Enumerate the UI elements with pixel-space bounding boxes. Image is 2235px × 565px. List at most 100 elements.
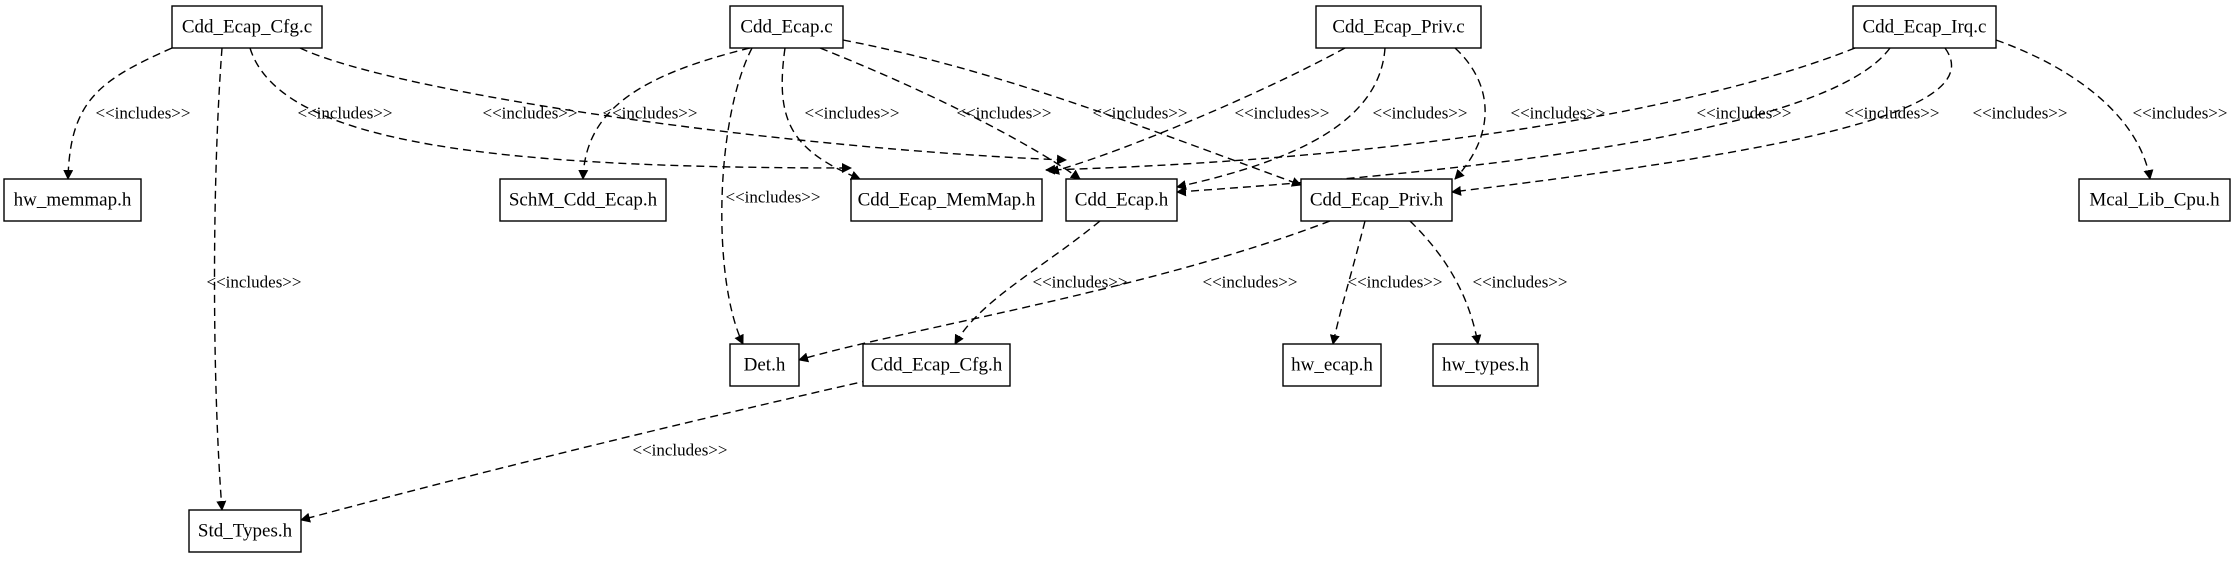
edge-priv_h-to-det: <<includes>> <box>798 220 1331 363</box>
edge-label: <<includes>> <box>1234 104 1329 123</box>
edge-ecap_h-to-cfg_h: <<includes>> <box>954 220 1128 345</box>
file-node-label: hw_memmap.h <box>14 190 132 211</box>
edge-label: <<includes>> <box>2132 104 2227 123</box>
edge-ecap_c-to-ecap_h: <<includes>> <box>819 47 1081 180</box>
file-node-box <box>499 178 667 222</box>
dependency-arrow <box>1329 220 1366 345</box>
dependency-arrow <box>249 47 852 173</box>
dependency-arrow <box>819 47 1081 180</box>
file-node-box <box>2078 178 2231 222</box>
dependency-arrow <box>1049 47 1346 175</box>
edge-label: <<includes>> <box>1347 273 1442 292</box>
file-node-label: hw_ecap.h <box>1291 355 1373 376</box>
file-node-box <box>1315 5 1482 49</box>
file-node-label: Cdd_Ecap_MemMap.h <box>858 190 1036 211</box>
edge-cfg_c-to-std: <<includes>> <box>206 47 302 511</box>
dependency-arrow <box>1451 47 1953 196</box>
dependency-arrow <box>213 47 227 511</box>
file-node-memmap: Cdd_Ecap_MemMap.h <box>850 178 1043 222</box>
edge-label: <<includes>> <box>206 273 301 292</box>
edge-label: <<includes>> <box>1844 104 1939 123</box>
edges-layer: <<includes>> <<includes>> <<includes>> <<in… <box>63 39 2228 523</box>
edge-label: <<includes>> <box>1510 104 1605 123</box>
edge-cfg_c-to-ecap_h: <<includes>> <box>299 47 1067 165</box>
file-node-det: Det.h <box>729 343 800 387</box>
dependency-arrow <box>300 379 871 523</box>
edge-ecap_c-to-det: <<includes>> <box>721 47 821 345</box>
file-node-irq-c: Cdd_Ecap_Irq.c <box>1852 5 1997 49</box>
file-node-label: Det.h <box>744 355 786 376</box>
edge-label: <<includes>> <box>1092 104 1187 123</box>
file-node-label: Cdd_Ecap_Priv.h <box>1310 190 1444 211</box>
file-node-schm: SchM_Cdd_Ecap.h <box>499 178 667 222</box>
edge-ecap_c-to-schm: <<includes>> <box>578 47 751 180</box>
dependency-arrow <box>954 220 1101 345</box>
dependency-arrow <box>1409 220 1482 345</box>
file-node-box <box>1300 178 1453 222</box>
edge-label: <<includes>> <box>602 104 697 123</box>
edge-label: <<includes>> <box>1372 104 1467 123</box>
file-node-box <box>1432 343 1539 387</box>
edge-priv_c-to-memmap: <<includes>> <box>1049 47 1346 175</box>
edge-cfg_c-to-memmap: <<includes>> <box>249 47 852 173</box>
edge-label: <<includes>> <box>297 104 392 123</box>
file-node-box <box>729 5 844 49</box>
file-node-box <box>729 343 800 387</box>
edge-irq_c-to-memmap: <<includes>> <box>1045 47 1856 175</box>
edge-priv_c-to-priv_h: <<includes>> <box>1454 47 1606 180</box>
edge-irq_c-to-mcal: <<includes>> <box>1995 39 2228 180</box>
file-node-label: Cdd_Ecap_Priv.c <box>1332 17 1464 38</box>
edge-priv_h-to-hw_types: <<includes>> <box>1409 220 1568 345</box>
file-node-priv-h: Cdd_Ecap_Priv.h <box>1300 178 1453 222</box>
dependency-arrow <box>1176 47 1386 190</box>
file-node-box <box>3 178 142 222</box>
dependency-arrow <box>63 47 173 180</box>
file-node-label: Std_Types.h <box>198 521 293 542</box>
dependency-arrow <box>1995 39 2154 180</box>
edge-label: <<includes>> <box>725 188 820 207</box>
file-node-box <box>1065 178 1178 222</box>
edge-label: <<includes>> <box>1696 104 1791 123</box>
edge-label: <<includes>> <box>1472 273 1567 292</box>
dependency-arrow <box>1045 47 1856 175</box>
file-node-hw-ecap: hw_ecap.h <box>1282 343 1382 387</box>
dependency-arrow <box>299 47 1067 165</box>
file-node-mcal: Mcal_Lib_Cpu.h <box>2078 178 2231 222</box>
file-node-label: Cdd_Ecap_Cfg.c <box>182 17 312 38</box>
file-node-box <box>850 178 1043 222</box>
file-node-box <box>1852 5 1997 49</box>
edge-label: <<includes>> <box>1972 104 2067 123</box>
edge-label: <<includes>> <box>804 104 899 123</box>
edge-ecap_c-to-priv_h: <<includes>> <box>842 39 1302 187</box>
file-node-label: SchM_Cdd_Ecap.h <box>509 190 658 211</box>
file-node-label: Cdd_Ecap_Irq.c <box>1863 17 1987 38</box>
dependency-arrow <box>1454 47 1486 180</box>
edge-cfg_c-to-memmap_hw: <<includes>> <box>63 47 191 180</box>
file-node-label: Cdd_Ecap.h <box>1075 190 1169 211</box>
file-node-cfg-c: Cdd_Ecap_Cfg.c <box>171 5 323 49</box>
file-node-ecap-h: Cdd_Ecap.h <box>1065 178 1178 222</box>
edge-ecap_c-to-memmap: <<includes>> <box>781 47 900 181</box>
edge-label: <<includes>> <box>95 104 190 123</box>
dependency-arrow <box>798 220 1331 363</box>
file-node-label: Cdd_Ecap_Cfg.h <box>871 355 1003 376</box>
dependency-arrow <box>578 47 751 180</box>
edge-label: <<includes>> <box>956 104 1051 123</box>
edge-irq_c-to-priv_h: <<includes>> <box>1451 47 2068 196</box>
file-node-label: hw_types.h <box>1442 355 1530 376</box>
edge-cfg_h-to-std: <<includes>> <box>300 379 871 523</box>
file-node-box <box>862 343 1011 387</box>
file-node-hw-types: hw_types.h <box>1432 343 1539 387</box>
edge-priv_h-to-hw_ecap: <<includes>> <box>1329 220 1443 345</box>
edge-label: <<includes>> <box>632 441 727 460</box>
file-node-memmap-hw: hw_memmap.h <box>3 178 142 222</box>
dependency-arrow <box>781 47 861 181</box>
file-node-priv-c: Cdd_Ecap_Priv.c <box>1315 5 1482 49</box>
edge-label: <<includes>> <box>482 104 577 123</box>
file-node-label: Mcal_Lib_Cpu.h <box>2089 190 2220 211</box>
edge-priv_c-to-ecap_h: <<includes>> <box>1176 47 1468 190</box>
file-node-box <box>188 509 302 553</box>
file-node-box <box>171 5 323 49</box>
file-node-label: Cdd_Ecap.c <box>740 17 832 38</box>
